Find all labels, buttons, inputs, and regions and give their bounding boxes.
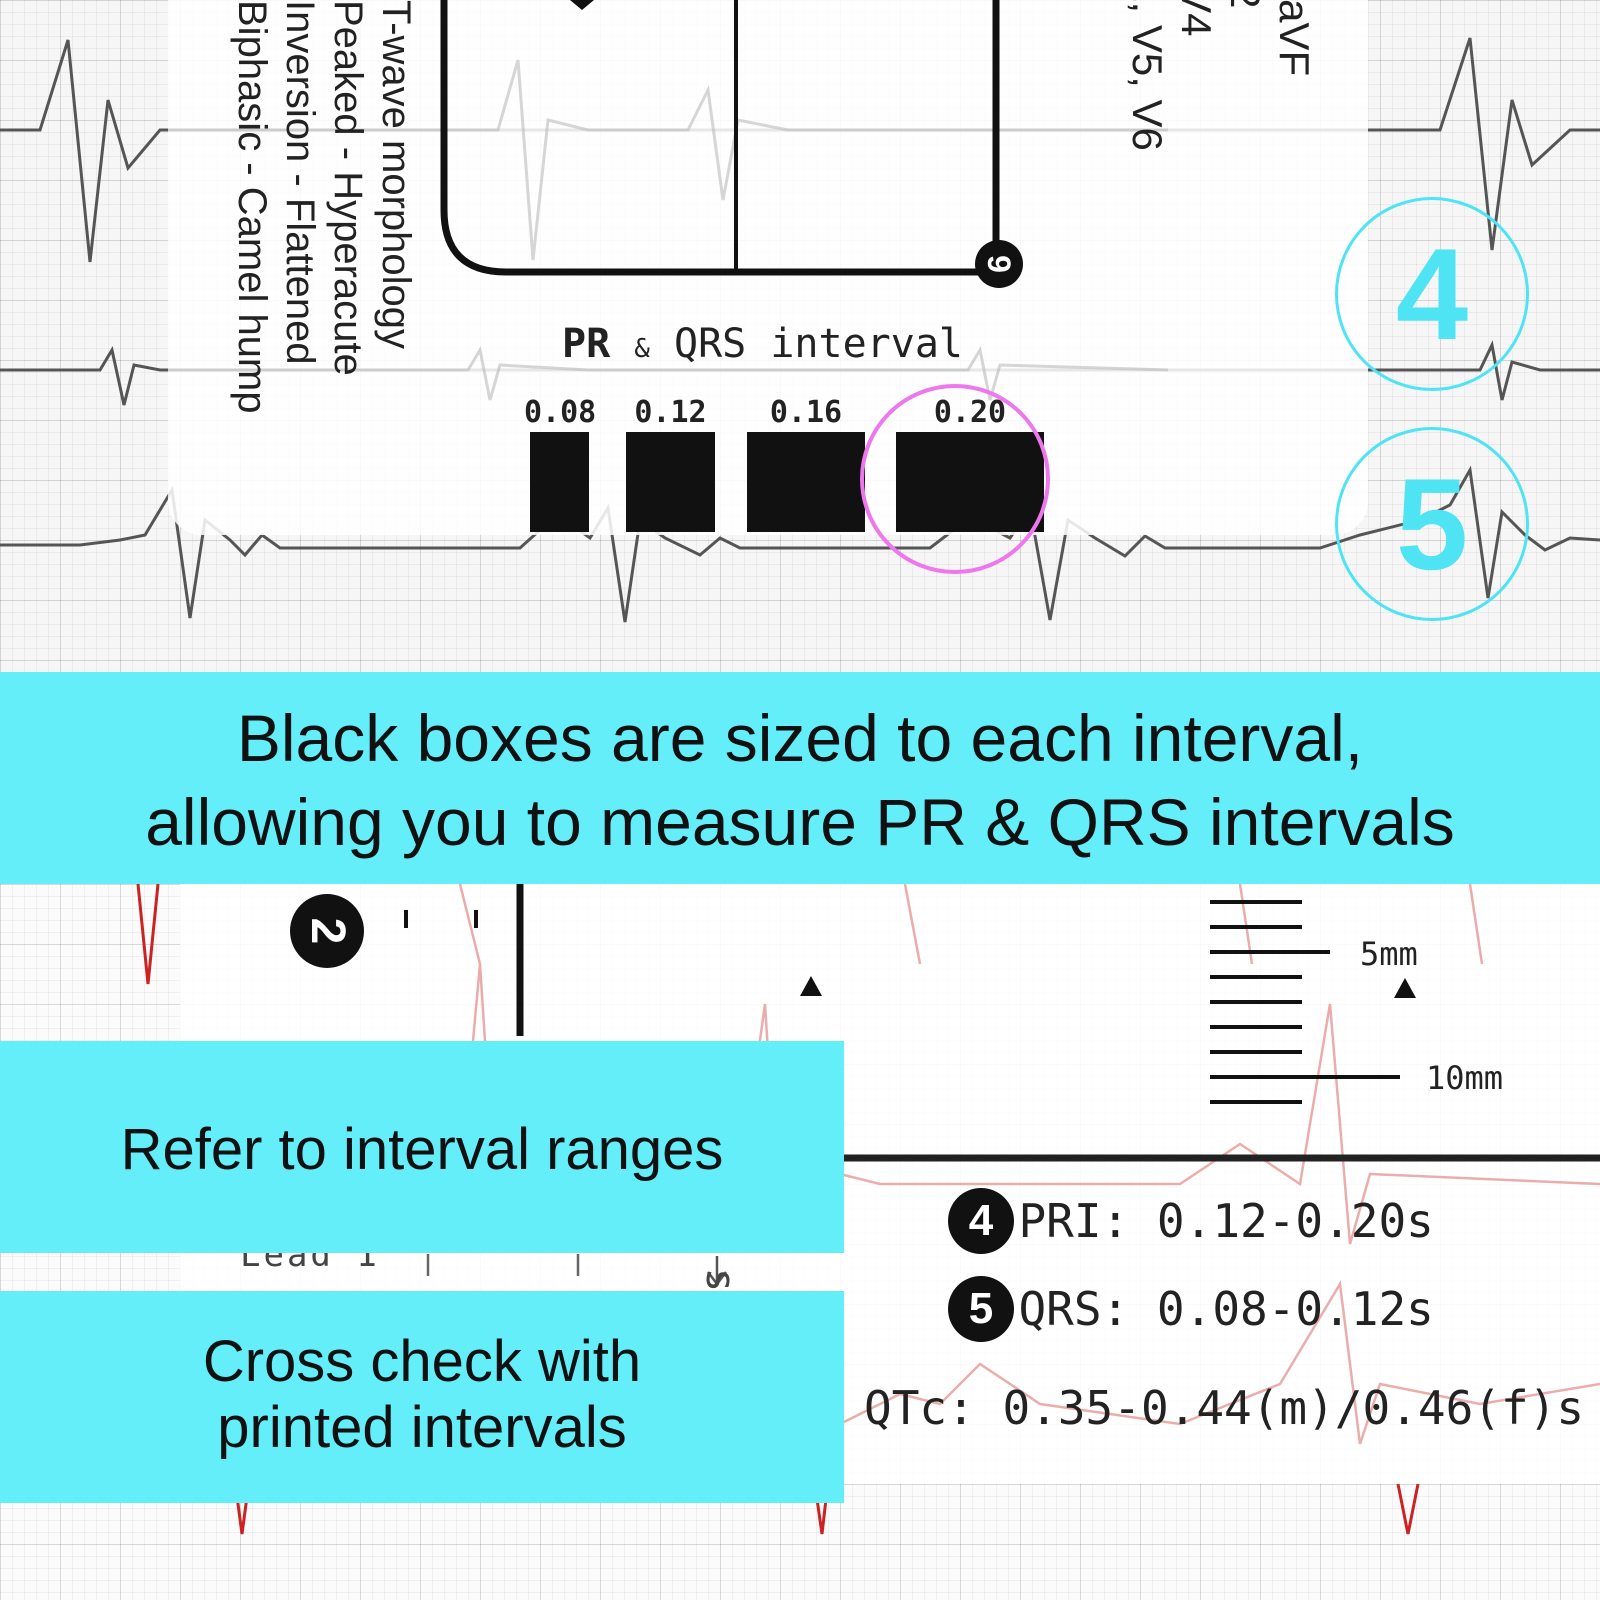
t-wave-line: Inversion - Flattened — [278, 0, 322, 365]
ecg-red-spike-1 — [136, 884, 160, 985]
interval-title-pr: PR — [562, 321, 611, 367]
ranges-banner-text: Refer to interval ranges — [120, 1117, 724, 1182]
highlight-ring — [860, 384, 1050, 574]
qrs-range: QRS: 0.08-0.12s — [1018, 1282, 1434, 1336]
callout-5-number: 5 — [1395, 451, 1469, 597]
t-wave-morphology-list: T-wave morphology Peaked - Hyperacute In… — [228, 0, 420, 414]
interval-box-label: 0.08 — [524, 395, 597, 430]
main-banner-line: allowing you to measure PR & QRS interva… — [145, 785, 1455, 859]
territory-line: Inferior: II, III, aVF — [1269, 0, 1318, 151]
cross-check-line: printed intervals — [217, 1395, 627, 1460]
cross-check-line: Cross check with — [202, 1329, 642, 1394]
cross-check-banner-text: Cross check with printed intervals — [0, 1291, 844, 1461]
lead-label: Lead I — [240, 1253, 381, 1275]
territory-line: Septal: V1, V2 — [1220, 0, 1269, 151]
interval-box — [747, 432, 865, 532]
axis-box-outline — [440, 0, 1000, 276]
qrs-row: 5 QRS: 0.08-0.12s — [948, 1276, 1434, 1342]
pri-badge: 4 — [948, 1188, 1014, 1254]
pri-range: PRI: 0.12-0.20s — [1018, 1194, 1434, 1248]
cross-check-banner: Cross check with printed intervals — [0, 1291, 844, 1503]
main-banner-text: Black boxes are sized to each interval, … — [0, 672, 1600, 864]
scale-10mm-label: 10mm — [1426, 1059, 1504, 1097]
interval-box — [626, 432, 715, 532]
t-wave-line: Biphasic - Camel hump — [230, 0, 274, 414]
bottom-card-marks — [404, 884, 1600, 1287]
ecg-red-spike-4 — [1396, 1483, 1420, 1535]
lead-label-strip: Lead I — [230, 1253, 844, 1275]
main-banner-line: Black boxes are sized to each interval, — [236, 701, 1364, 775]
ranges-banner: Refer to interval ranges — [0, 1041, 844, 1253]
pri-row: 4 PRI: 0.12-0.20s — [948, 1188, 1434, 1254]
qrs-badge: 5 — [948, 1276, 1014, 1342]
interval-box-label: 0.12 — [634, 395, 707, 430]
interval-title: PR & QRS interval — [562, 322, 963, 371]
qtc-range: QTc: 0.35-0.44(m)/0.46(f)s — [864, 1381, 1585, 1435]
callout-4-number: 4 — [1395, 221, 1469, 367]
interval-title-rest: QRS interval — [674, 321, 963, 367]
faded-ecg-overlay — [168, 59, 1169, 401]
main-banner: Black boxes are sized to each interval, … — [0, 672, 1600, 884]
callout-5-circle: 5 — [1335, 427, 1529, 621]
step-9-badge: 9 — [975, 240, 1023, 288]
t-wave-line: Peaked - Hyperacute — [326, 0, 370, 376]
callout-4-circle: 4 — [1335, 197, 1529, 391]
scale-5mm-label: 5mm — [1360, 935, 1418, 973]
lead-territory-list: Inferior: II, III, aVF Septal: V1, V2 An… — [1122, 0, 1318, 151]
t-wave-line: T-wave morphology — [374, 0, 418, 350]
interval-box — [530, 432, 589, 532]
territory-line: Lateral: I, aVL, V5, V6 — [1122, 0, 1171, 151]
territory-line: Anterior: V3, V4 — [1171, 0, 1220, 151]
interval-box-label: 0.16 — [769, 395, 843, 430]
interval-title-amp: & — [634, 334, 650, 364]
